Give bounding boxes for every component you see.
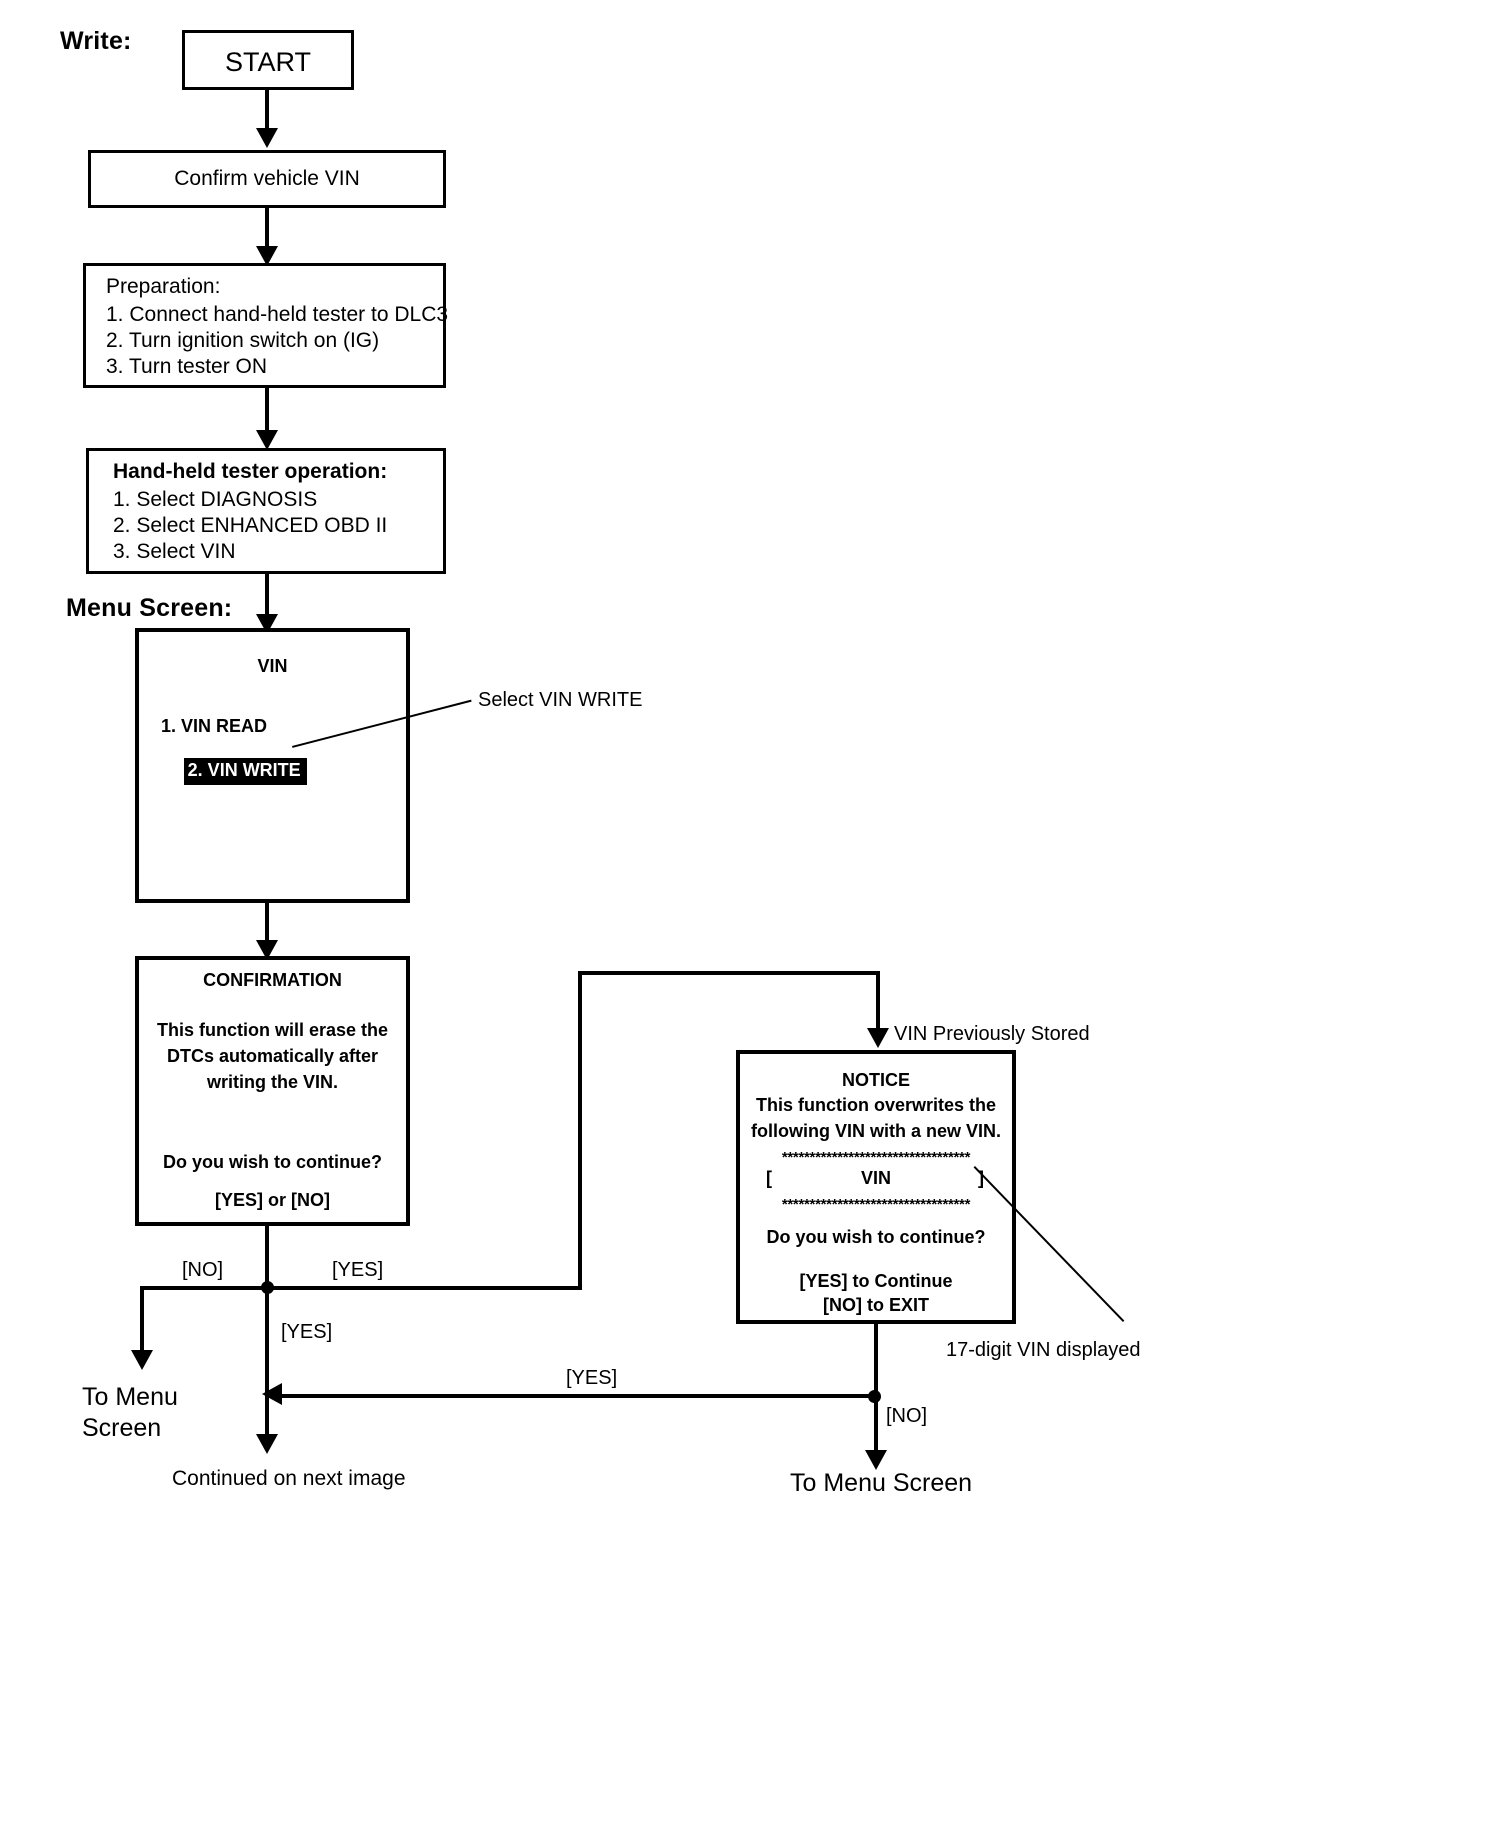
arrowhead-yes-center — [256, 1434, 278, 1454]
terminal-to-menu-screen-left-line2: Screen — [82, 1414, 162, 1442]
edge-no-down-left — [140, 1286, 144, 1358]
screen-notice: NOTICE This function overwrites the foll… — [736, 1050, 1016, 1324]
screen-notice-separator-top: ********************************** — [781, 1149, 971, 1166]
node-preparation-heading: Preparation: — [106, 275, 221, 298]
screen-confirmation-question: Do you wish to continue? — [163, 1152, 382, 1172]
edge-start-to-confirm — [265, 90, 269, 134]
callout-vin-previously-stored: VIN Previously Stored — [894, 1023, 1090, 1045]
edge-notice-yes-left — [280, 1394, 876, 1398]
section-label-menu-screen: Menu Screen: — [66, 594, 233, 622]
screen-notice-line-2: following VIN with a new VIN. — [750, 1121, 1001, 1141]
screen-confirmation-answers: [YES] or [NO] — [215, 1190, 330, 1210]
edge-yes-right-across — [578, 971, 880, 975]
node-preparation-step-1: 1. Connect hand-held tester to DLC3 — [106, 303, 449, 326]
terminal-continued-next-image: Continued on next image — [172, 1467, 406, 1490]
node-preparation-step-3: 3. Turn tester ON — [106, 355, 268, 378]
screen-vin-menu: VIN 1. VIN READ 2. VIN WRITE — [135, 628, 410, 903]
node-confirm-vin: Confirm vehicle VIN — [88, 150, 446, 208]
screen-confirmation-title: CONFIRMATION — [203, 970, 342, 990]
screen-confirmation-line-3: writing the VIN. — [206, 1072, 338, 1092]
node-tester-operation-heading: Hand-held tester operation: — [113, 460, 388, 483]
edge-prep-to-tester — [265, 388, 269, 436]
arrowhead-into-notice — [867, 1028, 889, 1048]
arrowhead-start-to-confirm — [256, 128, 278, 148]
node-confirm-vin-label: Confirm vehicle VIN — [174, 167, 360, 190]
edge-label-yes-right: [YES] — [332, 1259, 384, 1281]
screen-confirmation-line-2: DTCs automatically after — [166, 1046, 379, 1066]
screen-confirmation-line-1: This function will erase the — [156, 1020, 389, 1040]
node-preparation-step-2: 2. Turn ignition switch on (IG) — [106, 329, 380, 352]
edge-yes-down-center — [265, 1286, 269, 1446]
screen-notice-title: NOTICE — [841, 1070, 910, 1090]
node-tester-operation-step-2: 2. Select ENHANCED OBD II — [113, 514, 388, 537]
screen-notice-vin-bracket-right: ] — [978, 1168, 984, 1188]
menu-item-vin-write[interactable]: 2. VIN WRITE — [157, 738, 307, 805]
edge-notice-down — [874, 1324, 878, 1396]
callout-select-vin-write: Select VIN WRITE — [478, 689, 643, 711]
edge-confirmation-bus — [140, 1286, 582, 1290]
section-label-write: Write: — [60, 27, 132, 55]
node-preparation: Preparation: 1. Connect hand-held tester… — [83, 263, 449, 388]
edge-yes-right-down — [876, 971, 880, 1043]
edge-label-no-left: [NO] — [182, 1259, 224, 1281]
edge-label-yes-return: [YES] — [566, 1367, 618, 1389]
node-tester-operation: Hand-held tester operation: 1. Select DI… — [86, 448, 446, 574]
edge-confirm-to-prep — [265, 208, 269, 252]
screen-notice-answer-yes: [YES] to Continue — [799, 1271, 953, 1291]
edge-yes-right-up — [578, 973, 582, 1288]
arrowhead-vinmenu-to-confirmation — [256, 940, 278, 960]
edge-confirmation-down — [265, 1226, 269, 1288]
edge-label-yes-down: [YES] — [281, 1321, 333, 1343]
edge-tester-to-vinmenu — [265, 574, 269, 622]
arrowhead-notice-no-down — [865, 1450, 887, 1470]
edge-label-no-bottom: [NO] — [886, 1405, 928, 1427]
screen-confirmation: CONFIRMATION This function will erase th… — [135, 956, 410, 1226]
screen-notice-line-1: This function overwrites the — [755, 1095, 997, 1115]
arrowhead-no-left — [131, 1350, 153, 1370]
terminal-to-menu-screen-right: To Menu Screen — [790, 1469, 973, 1497]
arrowhead-prep-to-tester — [256, 430, 278, 450]
screen-notice-question: Do you wish to continue? — [766, 1227, 986, 1247]
screen-vin-menu-title: VIN — [257, 656, 288, 676]
screen-notice-separator-bottom: ********************************** — [781, 1196, 971, 1213]
node-start: START — [182, 30, 354, 90]
screen-notice-vin-bracket-left: [ — [766, 1168, 772, 1188]
menu-item-vin-read[interactable]: 1. VIN READ — [161, 716, 268, 736]
screen-notice-vin-value: VIN — [860, 1168, 891, 1188]
menu-item-vin-write-label: 2. VIN WRITE — [183, 758, 307, 785]
node-tester-operation-step-1: 1. Select DIAGNOSIS — [113, 488, 318, 511]
arrowhead-notice-yes-left — [262, 1383, 282, 1405]
edge-notice-no-down — [874, 1394, 878, 1462]
callout-17-digit-vin: 17-digit VIN displayed — [946, 1339, 1141, 1361]
screen-notice-answer-no: [NO] to EXIT — [823, 1295, 929, 1315]
edge-vinmenu-to-confirmation — [265, 903, 269, 947]
node-tester-operation-step-3: 3. Select VIN — [113, 540, 236, 563]
arrowhead-confirm-to-prep — [256, 246, 278, 266]
terminal-to-menu-screen-left-line1: To Menu — [82, 1383, 178, 1411]
node-start-label: START — [224, 47, 311, 77]
